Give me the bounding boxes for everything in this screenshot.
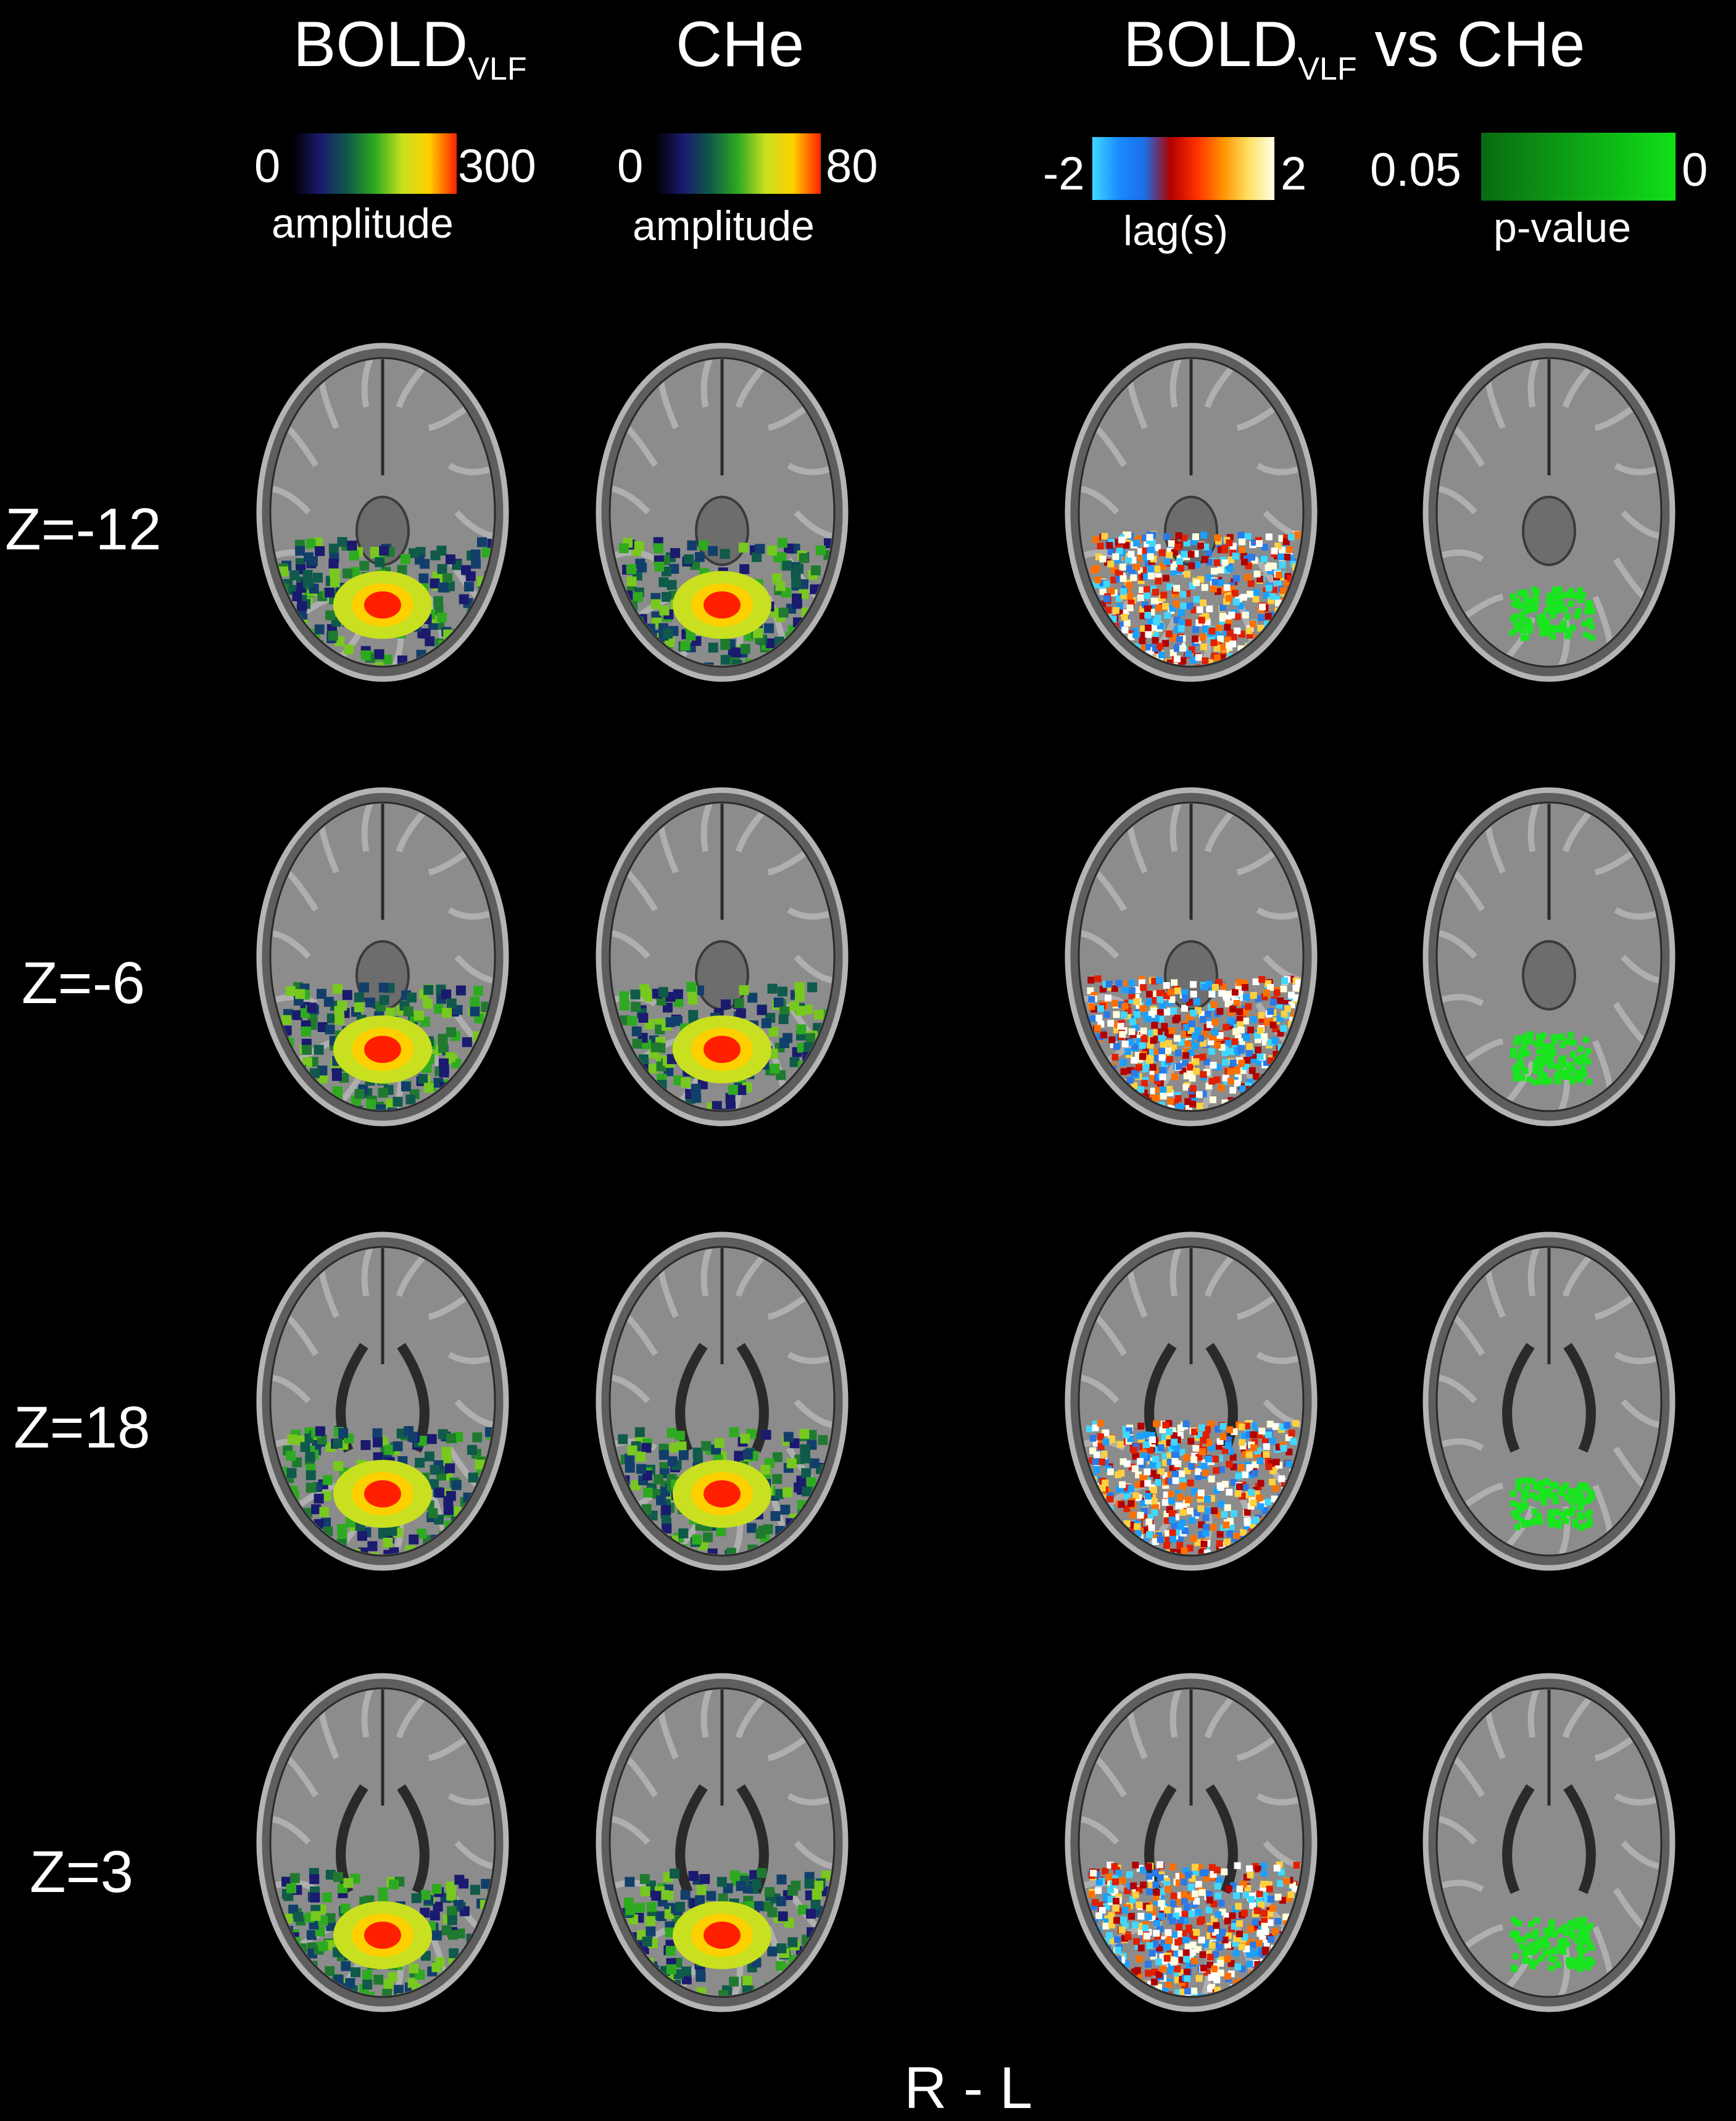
brain-slice-r2-c1 xyxy=(256,787,509,1127)
colorbar-lag-label: lag(s) xyxy=(1123,207,1229,254)
brain-slice-r4-c2 xyxy=(596,1673,849,2012)
brain-slice-r1-c1 xyxy=(256,343,509,682)
brain-tissue xyxy=(1078,1687,1305,1998)
row-label-z-minus-12: Z=-12 xyxy=(5,496,162,562)
brain-slice-r4-c1 xyxy=(256,1673,509,2012)
brain-slice-r1-c4 xyxy=(1422,343,1676,682)
colorbar-pvalue-label: p-value xyxy=(1493,204,1632,251)
orientation-label: R - L xyxy=(904,2055,1033,2121)
row-label-z-minus-6: Z=-6 xyxy=(22,950,146,1016)
row-label-z-3: Z=3 xyxy=(30,1839,134,1905)
brain-slice-r4-c3 xyxy=(1065,1673,1318,2012)
brain-tissue xyxy=(1435,1246,1663,1557)
colorbar-che xyxy=(655,133,821,194)
col-title-bold-vlf: BOLDVLF xyxy=(293,9,527,87)
brain-slice-r1-c3 xyxy=(1065,343,1318,682)
brain-tissue xyxy=(1078,1246,1305,1557)
colorbar-lag-max: 2 xyxy=(1281,148,1307,200)
colorbar-che-min: 0 xyxy=(617,140,644,193)
brain-slice-r2-c2 xyxy=(596,787,849,1127)
colorbar-bold-max: 300 xyxy=(458,140,536,193)
colorbar-pvalue-min: 0.05 xyxy=(1370,144,1461,196)
colorbar-bold-label: amplitude xyxy=(272,200,454,247)
colorbar-che-max: 80 xyxy=(826,140,878,193)
colorbar-pvalue xyxy=(1481,133,1676,201)
brain-slice-r3-c3 xyxy=(1065,1231,1318,1571)
brain-slice-r3-c1 xyxy=(256,1231,509,1571)
colorbar-lag xyxy=(1092,137,1274,200)
col-title-bold-vs-che: BOLDVLF vs CHe xyxy=(1123,9,1585,87)
brain-slice-r2-c3 xyxy=(1065,787,1318,1127)
brain-slice-r2-c4 xyxy=(1422,787,1676,1127)
colorbar-bold-min: 0 xyxy=(254,140,281,193)
brain-slice-r3-c2 xyxy=(596,1231,849,1571)
colorbar-che-label: amplitude xyxy=(633,202,815,249)
col-title-che: CHe xyxy=(676,9,805,80)
colorbar-lag-min: -2 xyxy=(1043,148,1085,200)
brain-slice-r3-c4 xyxy=(1422,1231,1676,1571)
row-label-z-18: Z=18 xyxy=(14,1394,151,1461)
colorbar-pvalue-max: 0 xyxy=(1682,144,1708,196)
colorbar-bold xyxy=(293,133,457,194)
brain-slice-r1-c2 xyxy=(596,343,849,682)
brain-slice-r4-c4 xyxy=(1422,1673,1676,2012)
brain-tissue xyxy=(1435,1687,1663,1998)
